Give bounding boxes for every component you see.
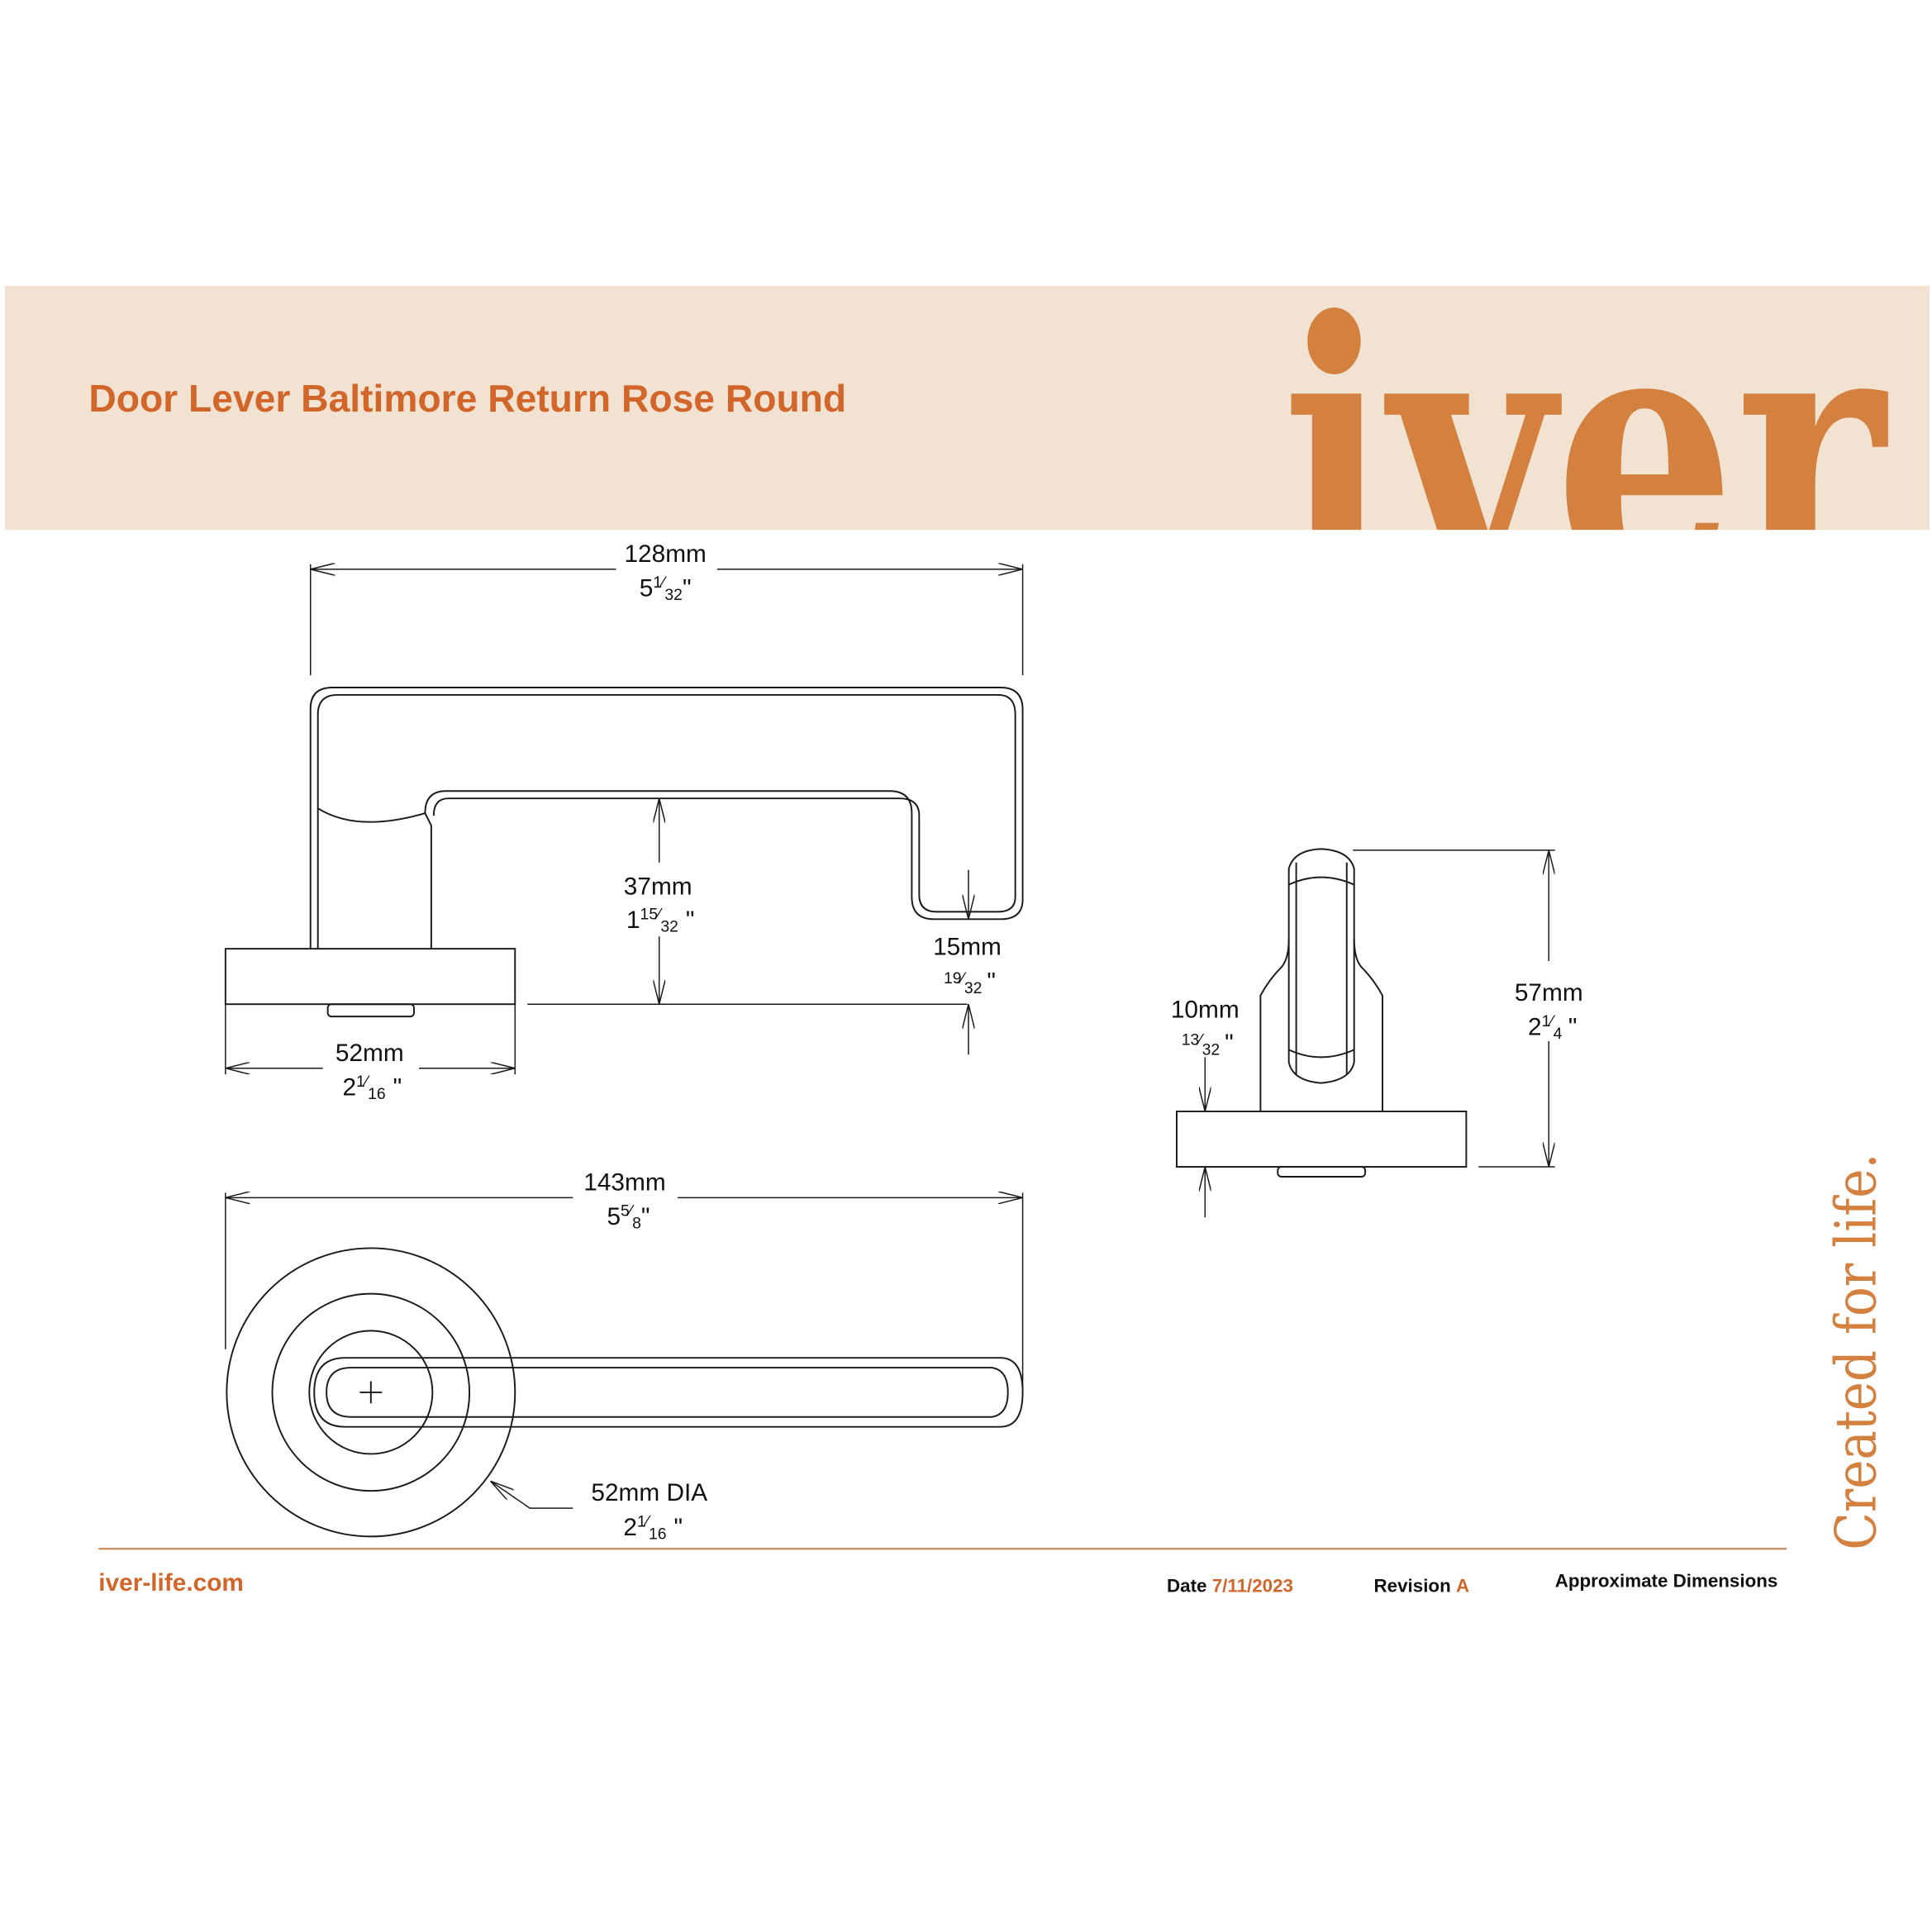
svg-text:15mm: 15mm [933, 934, 1002, 961]
svg-text:21⁄16": 21⁄16" [342, 1073, 402, 1103]
svg-text:37mm: 37mm [624, 873, 692, 901]
date-field: Date 7/11/2023 [1167, 1575, 1293, 1596]
dimension-rose-diameter: 52mm DIA 21⁄16" [490, 1479, 707, 1543]
svg-text:55⁄8": 55⁄8" [607, 1202, 650, 1233]
svg-text:10mm: 10mm [1171, 997, 1240, 1024]
approximate-dimensions-note: Approximate Dimensions [1555, 1571, 1778, 1592]
dimension-lever-length: 128mm 51⁄32" [310, 540, 1024, 676]
svg-text:19⁄32": 19⁄32" [944, 968, 996, 997]
lever-side-view [1176, 848, 1468, 1178]
svg-text:iver: iver [1282, 244, 1892, 664]
lever-elevation-view [224, 687, 1024, 1018]
dimension-rose-depth: 10mm 13⁄32" [1171, 997, 1240, 1218]
svg-text:21⁄4": 21⁄4" [1528, 1012, 1577, 1043]
dimension-overall-length: 143mm 55⁄8" [225, 1168, 1024, 1390]
svg-text:57mm: 57mm [1515, 979, 1583, 1006]
lever-plan-view [226, 1247, 1024, 1538]
svg-text:143mm: 143mm [583, 1168, 665, 1196]
tagline: Created for life. [1823, 1154, 1889, 1550]
svg-text:128mm: 128mm [624, 540, 706, 568]
svg-text:13⁄32": 13⁄32" [1182, 1030, 1234, 1059]
svg-text:115⁄32": 115⁄32" [626, 905, 695, 935]
page-title: Door Lever Baltimore Return Rose Round [88, 377, 846, 420]
svg-text:52mm: 52mm [335, 1040, 404, 1067]
svg-text:51⁄32": 51⁄32" [640, 573, 692, 604]
header-banner [4, 285, 1930, 531]
dimension-rose-width: 52mm 21⁄16" [225, 1004, 516, 1103]
website-link[interactable]: iver-life.com [98, 1569, 244, 1597]
dimension-projection: 57mm 21⁄4" [1353, 849, 1583, 1168]
dimension-lever-height: 37mm 115⁄32" [527, 798, 968, 1005]
svg-text:21⁄16": 21⁄16" [623, 1512, 683, 1543]
revision-field: Revision A [1374, 1575, 1470, 1596]
iver-logo: iver [1282, 244, 1892, 664]
svg-text:52mm DIA: 52mm DIA [591, 1479, 707, 1506]
dimension-lever-thickness: 15mm 19⁄32" [933, 869, 1002, 1055]
